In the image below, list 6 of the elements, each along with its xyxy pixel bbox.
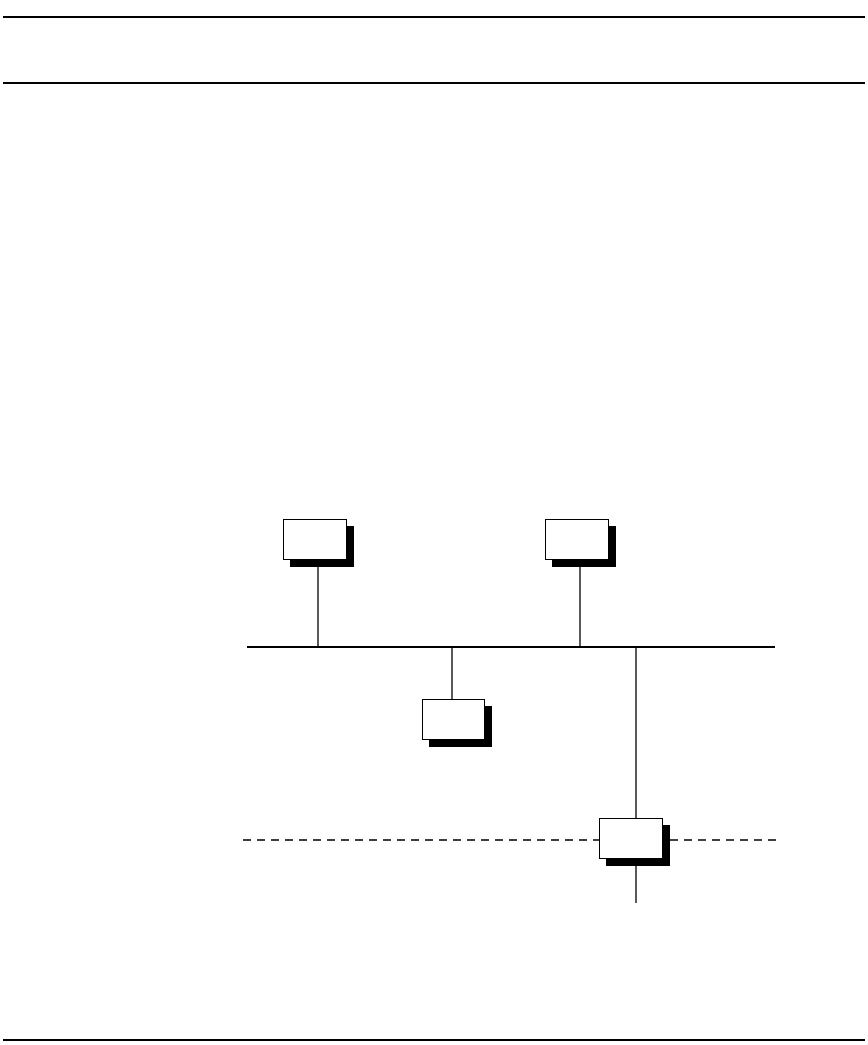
connector-line [451,646,453,700]
bus-line [247,646,775,648]
dashed-line [669,839,779,841]
connector-line [635,865,637,904]
connector-line [635,646,637,819]
dashed-line [242,839,600,841]
